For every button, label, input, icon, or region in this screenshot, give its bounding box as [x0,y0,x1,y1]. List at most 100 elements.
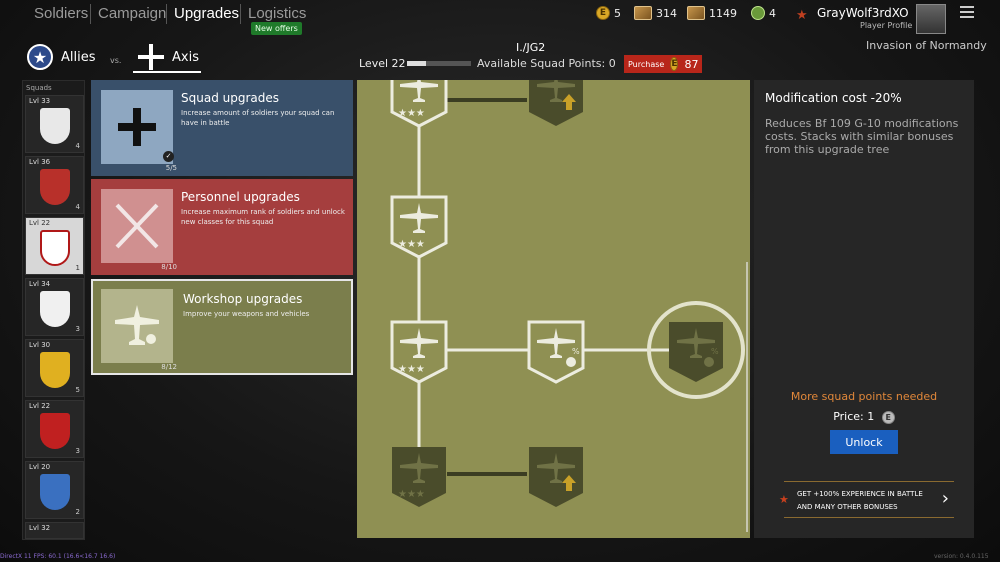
squad-card[interactable]: Lvl 32 [25,522,84,539]
personnel-upgrades-card[interactable]: Personnel upgrades Increase maximum rank… [91,179,353,275]
squad-card[interactable]: Lvl 22 3 [25,400,84,458]
squad-emblem [40,108,70,144]
check-icon: ✓ [163,151,174,162]
tab-logistics[interactable]: Logistics [248,5,307,22]
svg-text:%: % [572,347,580,356]
axis-cross-icon [138,44,164,70]
upgrade-tree: ★★★ ★★★ ★★★ % % ★★★ [357,80,750,538]
cards-currency[interactable]: 314 [634,6,677,20]
upgrade-node-unlocked[interactable]: ★★★ [390,195,448,259]
iron-cross-icon [101,90,173,164]
gold-currency[interactable]: E 5 [596,6,621,20]
category-title: Workshop upgrades [183,292,303,306]
upgrade-node-available[interactable]: % [527,320,585,384]
premium-cards-currency[interactable]: 1149 [687,6,737,20]
squad-card[interactable]: Lvl 34 3 [25,278,84,336]
squad-level-label: Lvl 33 [29,97,51,105]
tab-soldiers[interactable]: Soldiers [34,5,89,22]
upgrade-node-unlocked[interactable]: ★★★ [390,80,448,128]
tree-scrollbar[interactable] [746,262,748,532]
avatar[interactable] [916,4,946,34]
squad-level-label: Lvl 32 [29,524,51,532]
svg-text:%: % [711,347,719,356]
selected-node-ring [647,301,745,399]
campaign-name[interactable]: Invasion of Normandy [866,39,987,52]
squad-level-label: Lvl 22 [29,402,51,410]
cards-amount: 314 [656,6,677,20]
squad-card-selected[interactable]: Lvl 22 1 [25,217,84,275]
fps-counter: DirectX 11 FPS: 60.1 (16.6<16.7 16.6) [0,553,116,560]
level-progress-bar [407,61,471,66]
rank-star-icon: ★ [796,8,808,23]
squad-point-coin-icon: E [881,410,895,424]
category-title: Personnel upgrades [181,190,300,204]
purchase-button[interactable]: Purchase E 87 [624,55,702,73]
squad-emblem [40,169,70,205]
workshop-upgrades-card[interactable]: Workshop upgrades Improve your weapons a… [91,279,353,375]
svg-text:★★★: ★★★ [398,239,425,250]
squad-emblem [40,413,70,449]
premium-promo-banner[interactable]: ★ GET +100% EXPERIENCE IN BATTLE AND MAN… [779,481,954,518]
green-token-icon [751,6,765,20]
category-description: Increase maximum rank of soldiers and un… [181,208,345,226]
allies-faction[interactable]: ★ Allies [27,44,96,70]
squad-upgrades-card[interactable]: Squad upgrades Increase amount of soldie… [91,80,353,176]
upgrade-description: Reduces Bf 109 G-10 modifications costs.… [765,117,959,156]
squad-name: I./JG2 [516,41,546,54]
squad-list-label: Squads [26,84,52,92]
nav-divider [240,4,241,24]
upgrade-node-selected[interactable]: % [667,320,725,384]
upgrade-details-panel: Modification cost -20% Reduces Bf 109 G-… [754,80,974,538]
upgrade-title: Modification cost -20% [765,91,902,105]
unlock-button[interactable]: Unlock [830,430,898,454]
green-currency[interactable]: 4 [751,6,776,20]
gold-coin-icon: E [596,6,610,20]
squad-soldier-count: 4 [75,142,80,150]
squad-card[interactable]: Lvl 33 4 [25,95,84,153]
squad-level-label: Lvl 30 [29,341,51,349]
profile-name[interactable]: GrayWolf3rdXO [817,6,909,20]
squad-emblem [40,230,70,266]
premium-cards-icon [687,6,705,20]
nav-divider [90,4,91,24]
upgrade-node-locked[interactable] [527,445,585,509]
squad-card[interactable]: Lvl 20 2 [25,461,84,519]
tab-campaign[interactable]: Campaign [98,5,167,22]
plane-gear-icon [101,289,173,363]
points-needed-warning: More squad points needed [790,390,938,403]
squad-points: Available Squad Points: 0 [477,57,616,70]
squad-card[interactable]: Lvl 36 4 [25,156,84,214]
crossed-rifles-icon [101,189,173,263]
upgrade-node-locked[interactable]: ★★★ [390,445,448,509]
green-amount: 4 [769,6,776,20]
version-label: version: 0.4.0.115 [934,553,989,560]
axis-faction[interactable]: Axis [138,44,199,70]
svg-text:★★★: ★★★ [398,108,425,119]
new-offers-badge[interactable]: New offers [251,22,302,35]
tab-upgrades[interactable]: Upgrades [174,5,240,22]
cards-icon [634,6,652,20]
category-progress: 5/5 [165,164,177,172]
category-title: Squad upgrades [181,91,280,105]
top-navigation: Soldiers Campaign Upgrades Logistics New… [0,0,1000,35]
category-description: Improve your weapons and vehicles [183,310,310,318]
squad-soldier-count: 4 [75,203,80,211]
gold-amount: 5 [614,6,621,20]
profile-subtitle: Player Profile [860,21,913,30]
purchase-label: Purchase [628,59,665,69]
promo-text: GET +100% EXPERIENCE IN BATTLE AND MANY … [797,490,923,511]
category-progress: 8/10 [161,263,177,271]
squad-card[interactable]: Lvl 30 5 [25,339,84,397]
menu-icon[interactable] [960,6,974,18]
squad-level: Level 22 [359,57,406,70]
nav-divider [166,4,167,24]
squad-soldier-count: 3 [75,325,80,333]
axis-label: Axis [172,49,199,65]
upgrade-node-locked[interactable] [527,80,585,128]
chevron-right-icon: › [941,488,949,509]
premium-cards-amount: 1149 [709,6,737,20]
purchase-cost: 87 [684,57,699,71]
squad-level-label: Lvl 20 [29,463,51,471]
upgrade-node-unlocked[interactable]: ★★★ [390,320,448,384]
price-label: Price: 1 [833,410,875,423]
